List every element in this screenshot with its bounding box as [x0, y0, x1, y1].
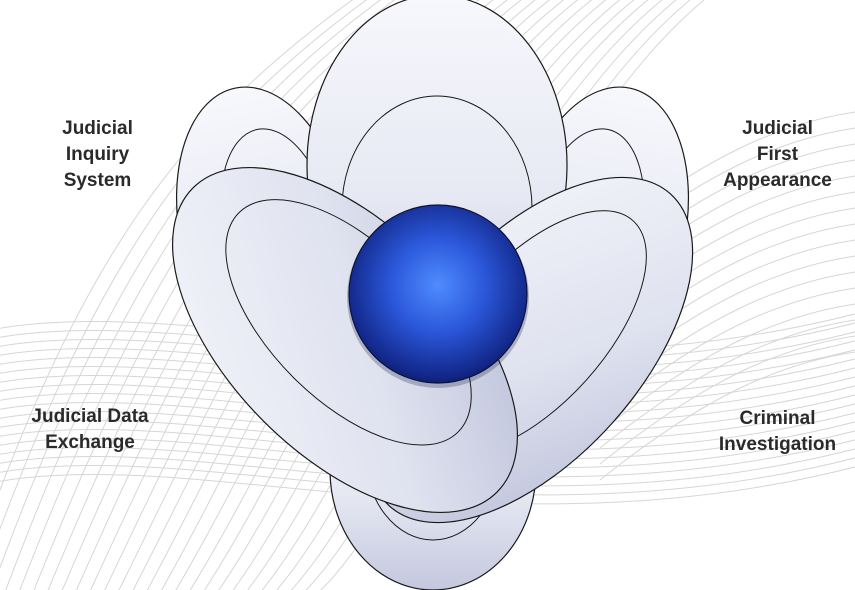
label-judicial-inquiry-system: Judicial Inquiry System [45, 116, 150, 194]
label-line: Investigation [700, 432, 855, 458]
label-line: Judicial Data [0, 404, 180, 430]
label-line: Appearance [700, 168, 855, 194]
label-line: Criminal [700, 406, 855, 432]
label-judicial-first-appearance: Judicial First Appearance [700, 116, 855, 194]
label-judicial-data-exchange: Judicial Data Exchange [0, 404, 180, 456]
label-line: Judicial [45, 116, 150, 142]
label-line: System [45, 168, 150, 194]
label-line: Judicial [700, 116, 855, 142]
label-line: Inquiry [45, 142, 150, 168]
label-criminal-investigation: Criminal Investigation [700, 406, 855, 458]
label-line: First [700, 142, 855, 168]
label-line: Exchange [0, 430, 180, 456]
center-sphere [347, 205, 529, 388]
